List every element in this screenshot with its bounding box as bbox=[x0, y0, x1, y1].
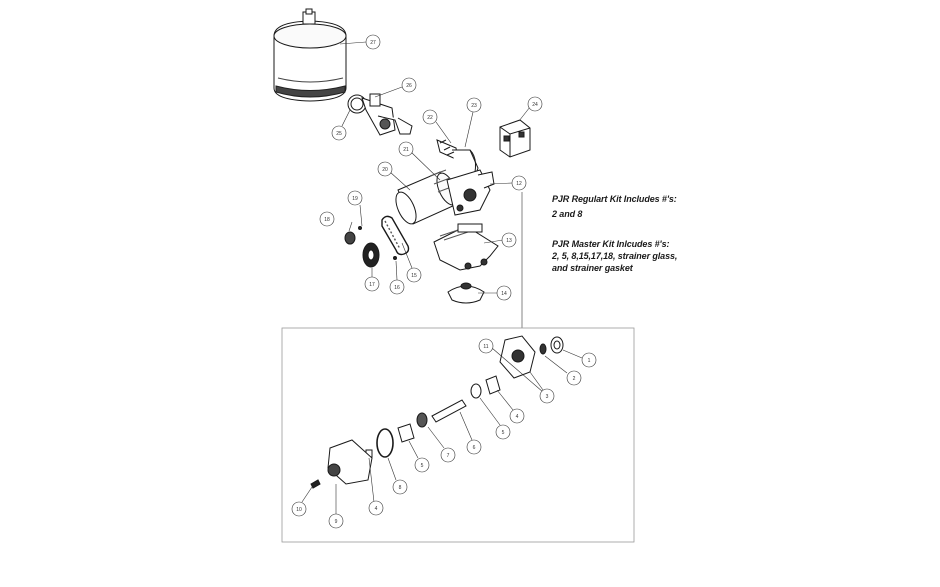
svg-text:10: 10 bbox=[296, 507, 302, 513]
svg-text:5: 5 bbox=[502, 430, 505, 436]
svg-text:12: 12 bbox=[516, 181, 522, 187]
svg-text:25: 25 bbox=[336, 131, 342, 137]
callout-1: 1 bbox=[581, 352, 597, 368]
callout-24: 24 bbox=[527, 96, 543, 112]
regular-kit-items: 2 and 8 bbox=[552, 209, 583, 219]
callout-3: 3 bbox=[539, 388, 555, 404]
callout-18: 18 bbox=[319, 211, 335, 227]
part-9-body bbox=[327, 439, 373, 485]
callout-17: 17 bbox=[364, 276, 380, 292]
svg-text:17: 17 bbox=[369, 282, 375, 288]
callout-7: 7 bbox=[440, 447, 456, 463]
callout-9: 9 bbox=[328, 513, 344, 529]
leader-lines-lower bbox=[301, 347, 583, 514]
svg-text:14: 14 bbox=[501, 291, 507, 297]
part-24-switch bbox=[499, 119, 531, 158]
svg-text:19: 19 bbox=[352, 196, 358, 202]
regular-kit-title: PJR Regulart Kit Includes #'s: bbox=[552, 194, 677, 204]
callout-15: 15 bbox=[406, 267, 422, 283]
part-14-foot bbox=[447, 282, 485, 304]
part-25-26-gauge bbox=[347, 93, 413, 136]
callout-21: 21 bbox=[398, 141, 414, 157]
master-kit-items-line2: and strainer gasket bbox=[552, 263, 633, 273]
callout-16: 16 bbox=[389, 279, 405, 295]
callout-11: 11 bbox=[478, 338, 494, 354]
callout-23: 23 bbox=[466, 97, 482, 113]
callout-19: 19 bbox=[347, 190, 363, 206]
svg-text:7: 7 bbox=[447, 453, 450, 459]
part-20-motor bbox=[395, 169, 495, 225]
callout-12: 12 bbox=[511, 175, 527, 191]
svg-text:6: 6 bbox=[473, 445, 476, 451]
regular-kit-note: PJR Regulart Kit Includes #'s: 2 and 8 bbox=[552, 193, 677, 220]
svg-text:13: 13 bbox=[506, 238, 512, 244]
svg-text:15: 15 bbox=[411, 273, 417, 279]
svg-text:9: 9 bbox=[335, 519, 338, 525]
callout-22: 22 bbox=[422, 109, 438, 125]
leader-lines-upper bbox=[339, 41, 531, 328]
callout-2: 2 bbox=[566, 370, 582, 386]
part-1-seal bbox=[550, 336, 564, 354]
callouts: 27 26 25 23 22 24 21 20 12 19 18 13 15 1… bbox=[291, 34, 597, 529]
svg-text:4: 4 bbox=[516, 414, 519, 420]
svg-text:5: 5 bbox=[421, 463, 424, 469]
part-2-ring bbox=[539, 343, 547, 355]
svg-text:27: 27 bbox=[370, 40, 376, 46]
part-6-shaft bbox=[431, 399, 467, 423]
svg-text:21: 21 bbox=[403, 147, 409, 153]
master-kit-note: PJR Master Kit Inlcudes #'s: 2, 5, 8,15,… bbox=[552, 238, 677, 274]
svg-text:20: 20 bbox=[382, 167, 388, 173]
callout-4b: 4 bbox=[368, 500, 384, 516]
master-kit-title: PJR Master Kit Inlcudes #'s: bbox=[552, 239, 670, 249]
callout-20: 20 bbox=[377, 161, 393, 177]
part-13-mount-plate bbox=[433, 223, 499, 271]
svg-text:2: 2 bbox=[573, 376, 576, 382]
part-15-belt bbox=[381, 215, 410, 256]
detail-box bbox=[281, 327, 635, 543]
svg-text:11: 11 bbox=[483, 344, 488, 350]
callout-6: 6 bbox=[466, 439, 482, 455]
callout-5b: 5 bbox=[414, 457, 430, 473]
part-4-bushing bbox=[485, 375, 501, 395]
callout-25: 25 bbox=[331, 125, 347, 141]
lower-parts bbox=[310, 335, 564, 489]
part-10-screw bbox=[310, 479, 321, 489]
svg-text:3: 3 bbox=[546, 394, 549, 400]
svg-text:24: 24 bbox=[532, 102, 538, 108]
svg-text:4: 4 bbox=[375, 506, 378, 512]
part-5-bearing bbox=[470, 383, 482, 399]
svg-text:8: 8 bbox=[399, 485, 402, 491]
svg-text:16: 16 bbox=[394, 285, 400, 291]
callout-4: 4 bbox=[509, 408, 525, 424]
callout-8: 8 bbox=[392, 479, 408, 495]
master-kit-items-line1: 2, 5, 8,15,17,18, strainer glass, bbox=[552, 251, 678, 261]
svg-text:18: 18 bbox=[324, 217, 330, 223]
svg-text:1: 1 bbox=[588, 358, 591, 364]
callout-5: 5 bbox=[495, 424, 511, 440]
part-5-bearing-left bbox=[397, 423, 415, 443]
callout-10: 10 bbox=[291, 501, 307, 517]
svg-text:26: 26 bbox=[406, 83, 412, 89]
callout-27: 27 bbox=[365, 34, 381, 50]
callout-26: 26 bbox=[401, 77, 417, 93]
part-7-washer bbox=[416, 412, 428, 428]
svg-text:23: 23 bbox=[471, 103, 477, 109]
callout-13: 13 bbox=[501, 232, 517, 248]
part-27-tank bbox=[273, 8, 347, 102]
svg-text:22: 22 bbox=[427, 115, 433, 121]
part-8-oring bbox=[376, 428, 394, 458]
callout-14: 14 bbox=[496, 285, 512, 301]
part-17-pulley bbox=[344, 226, 397, 268]
